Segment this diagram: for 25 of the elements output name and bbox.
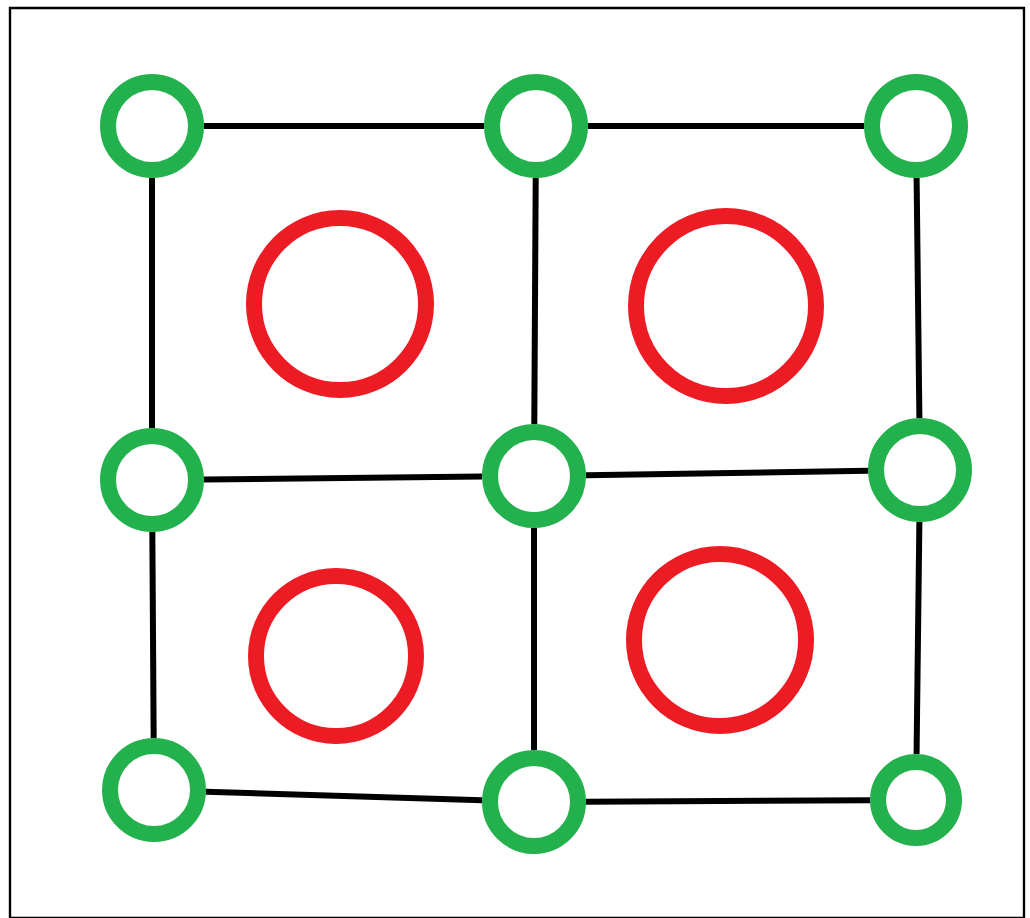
grid-line (531, 528, 537, 750)
grid-line (204, 123, 484, 129)
junction-circle (102, 738, 206, 842)
grid-line (913, 177, 923, 419)
grid-line (585, 797, 871, 805)
grid-line (585, 467, 869, 479)
grid-line (203, 473, 483, 483)
grid-line (149, 178, 155, 428)
junction-circle (482, 424, 586, 528)
grid-line (149, 532, 157, 739)
cell-circle (628, 208, 824, 404)
junction-circle (868, 418, 972, 522)
cell-circle (626, 546, 814, 734)
cell-circle (248, 568, 424, 744)
junction-circle (870, 754, 962, 846)
junction-circle (484, 74, 588, 178)
cell-circle (246, 210, 434, 398)
grid-line (205, 788, 483, 804)
junction-circle (100, 428, 204, 532)
junction-circle (100, 74, 204, 178)
junction-circle (482, 750, 586, 854)
junction-circle (864, 74, 968, 178)
grid-line (588, 123, 864, 129)
grid-line (531, 178, 539, 425)
grid-line (913, 521, 923, 755)
